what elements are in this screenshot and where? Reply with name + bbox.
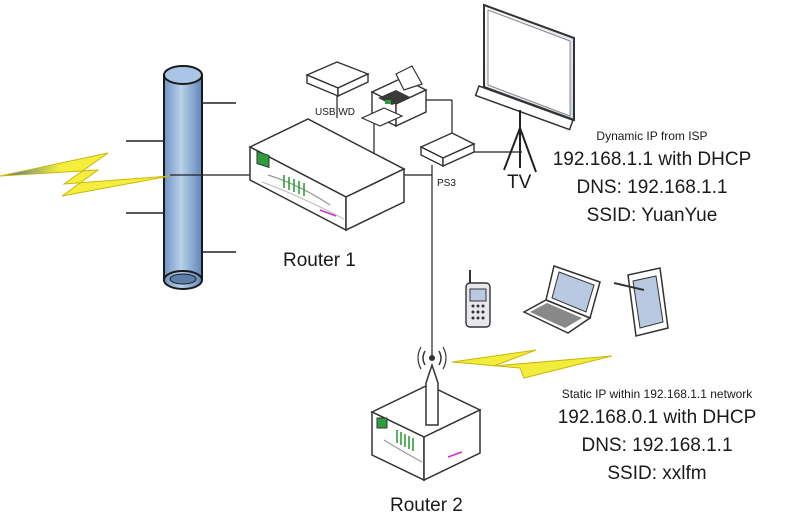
printer-icon	[360, 65, 428, 128]
router-1-dns: DNS: 192.168.1.1	[576, 177, 728, 198]
tablet-icon	[613, 267, 669, 337]
router-2-info-heading: Static IP within 192.168.1.1 network	[561, 387, 753, 401]
router-2-ssid: SSID: xxlfm	[607, 463, 707, 484]
wan-lightning-icon	[0, 152, 171, 197]
wireless-lightning-icon	[451, 349, 613, 379]
router-1-info: Dynamic IP from ISP 192.168.1.1 with DHC…	[532, 126, 772, 230]
router-2-icon	[370, 346, 482, 482]
router-1-info-heading: Dynamic IP from ISP	[596, 129, 708, 143]
router-1-icon	[248, 118, 406, 232]
ps3-console-icon	[419, 132, 476, 168]
router-2-dns: DNS: 192.168.1.1	[581, 435, 733, 456]
ps3-label: PS3	[437, 178, 456, 189]
usb-wd-label: USB WD	[315, 107, 355, 118]
tv-label: TV	[507, 172, 532, 193]
usb-drive-icon	[305, 61, 370, 98]
cell-phone-icon	[465, 270, 491, 328]
router-2-label: Router 2	[390, 495, 463, 516]
router-1-label: Router 1	[283, 250, 356, 271]
laptop-icon	[522, 265, 601, 334]
router-1-ssid: SSID: YuanYue	[586, 205, 718, 226]
tv-projector-screen-icon	[474, 3, 575, 173]
router-2-ip: 192.168.0.1 with DHCP	[557, 407, 757, 428]
router-1-ip: 192.168.1.1 with DHCP	[552, 149, 752, 170]
internet-pipe-icon	[126, 65, 236, 290]
router-2-info: Static IP within 192.168.1.1 network 192…	[532, 384, 782, 488]
